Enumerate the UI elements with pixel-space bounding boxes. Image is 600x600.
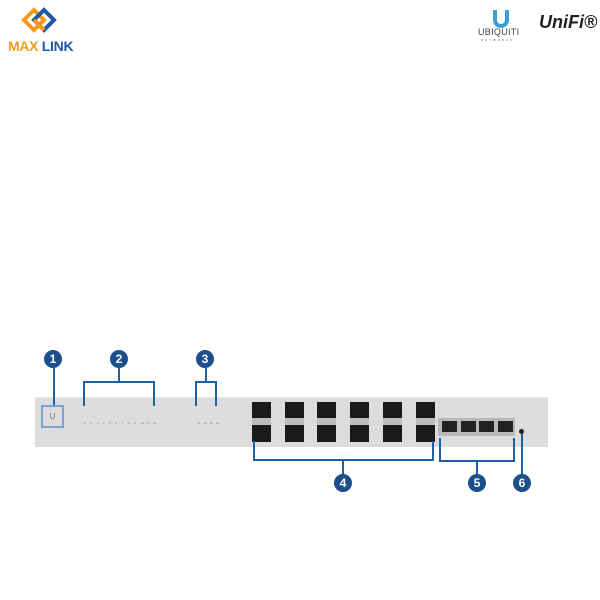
callout-5-badge: 5 <box>468 474 486 492</box>
callout-3-bracket-left <box>195 381 197 406</box>
callout-2-bracket-left <box>83 381 85 406</box>
ubiquiti-logo-icon <box>493 10 509 28</box>
callout-3-bracket-right <box>215 381 217 406</box>
sfp-led-label: 9 <box>134 421 137 425</box>
sfp-port-pair <box>382 402 402 442</box>
callout-2-badge: 2 <box>110 350 128 368</box>
rj45-led-label: 16 <box>215 421 220 425</box>
sfp-port-pair <box>415 402 435 442</box>
sfp-led-label: 7 <box>121 421 124 425</box>
sfp-port-pair <box>317 402 337 442</box>
sfp-led-label: 8 <box>128 421 130 425</box>
rj45-port <box>479 421 494 432</box>
callout-1-badge: 1 <box>44 350 62 368</box>
sfp-port-pair <box>284 402 304 442</box>
maxlink-logo-text: MAX LINK <box>8 38 74 54</box>
callout-4-badge: 4 <box>334 474 352 492</box>
rj45-led-label: 14 <box>203 421 207 425</box>
callout-6-line <box>521 433 523 475</box>
sfp-led-label: 1 <box>84 421 86 425</box>
sfp-port-pair <box>350 402 370 442</box>
power-led-icon: U <box>41 405 64 428</box>
callout-3-badge: 3 <box>196 350 214 368</box>
callout-4-line <box>342 459 344 475</box>
callout-5-line <box>476 460 478 476</box>
unifi-logo-text: UniFi® <box>539 12 598 32</box>
sfp-port-pair <box>252 402 271 442</box>
callout-5-bracket-right <box>513 438 515 462</box>
callout-3-bracket <box>195 381 217 383</box>
ubiquiti-networks-text: NETWORKS <box>481 38 515 42</box>
callout-2-bracket-right <box>153 381 155 406</box>
callout-3-line <box>205 368 207 382</box>
callout-5-bracket-left <box>439 438 441 462</box>
callout-1-line <box>53 368 55 405</box>
callout-2-bracket <box>83 381 155 383</box>
sfp-led-label: 2 <box>90 421 92 425</box>
rj45-port <box>442 421 457 432</box>
sfp-led-label: 12 <box>153 421 157 425</box>
callout-4-bracket-left <box>253 441 255 461</box>
ubiquiti-logo-text: UBIQUITI <box>478 27 520 37</box>
sfp-led-label: 10 <box>140 421 145 425</box>
reset-button <box>519 429 524 434</box>
sfp-led-label: 4 <box>102 421 105 425</box>
callout-2-line <box>118 368 120 382</box>
rj45-port <box>460 421 476 432</box>
rj45-port <box>497 421 513 432</box>
sfp-led-label: 6 <box>115 421 118 425</box>
callout-4-bracket-right <box>432 441 434 461</box>
rj45-led-label: 13 <box>197 421 201 425</box>
rj45-led-label: 15 <box>209 421 213 425</box>
sfp-led-label: 3 <box>96 421 99 425</box>
rj45-port-block <box>438 418 515 436</box>
maxlink-logo-icon <box>21 7 57 33</box>
sfp-led-label: 11 <box>147 421 151 425</box>
sfp-led-label: 5 <box>109 421 111 425</box>
callout-6-badge: 6 <box>513 474 531 492</box>
